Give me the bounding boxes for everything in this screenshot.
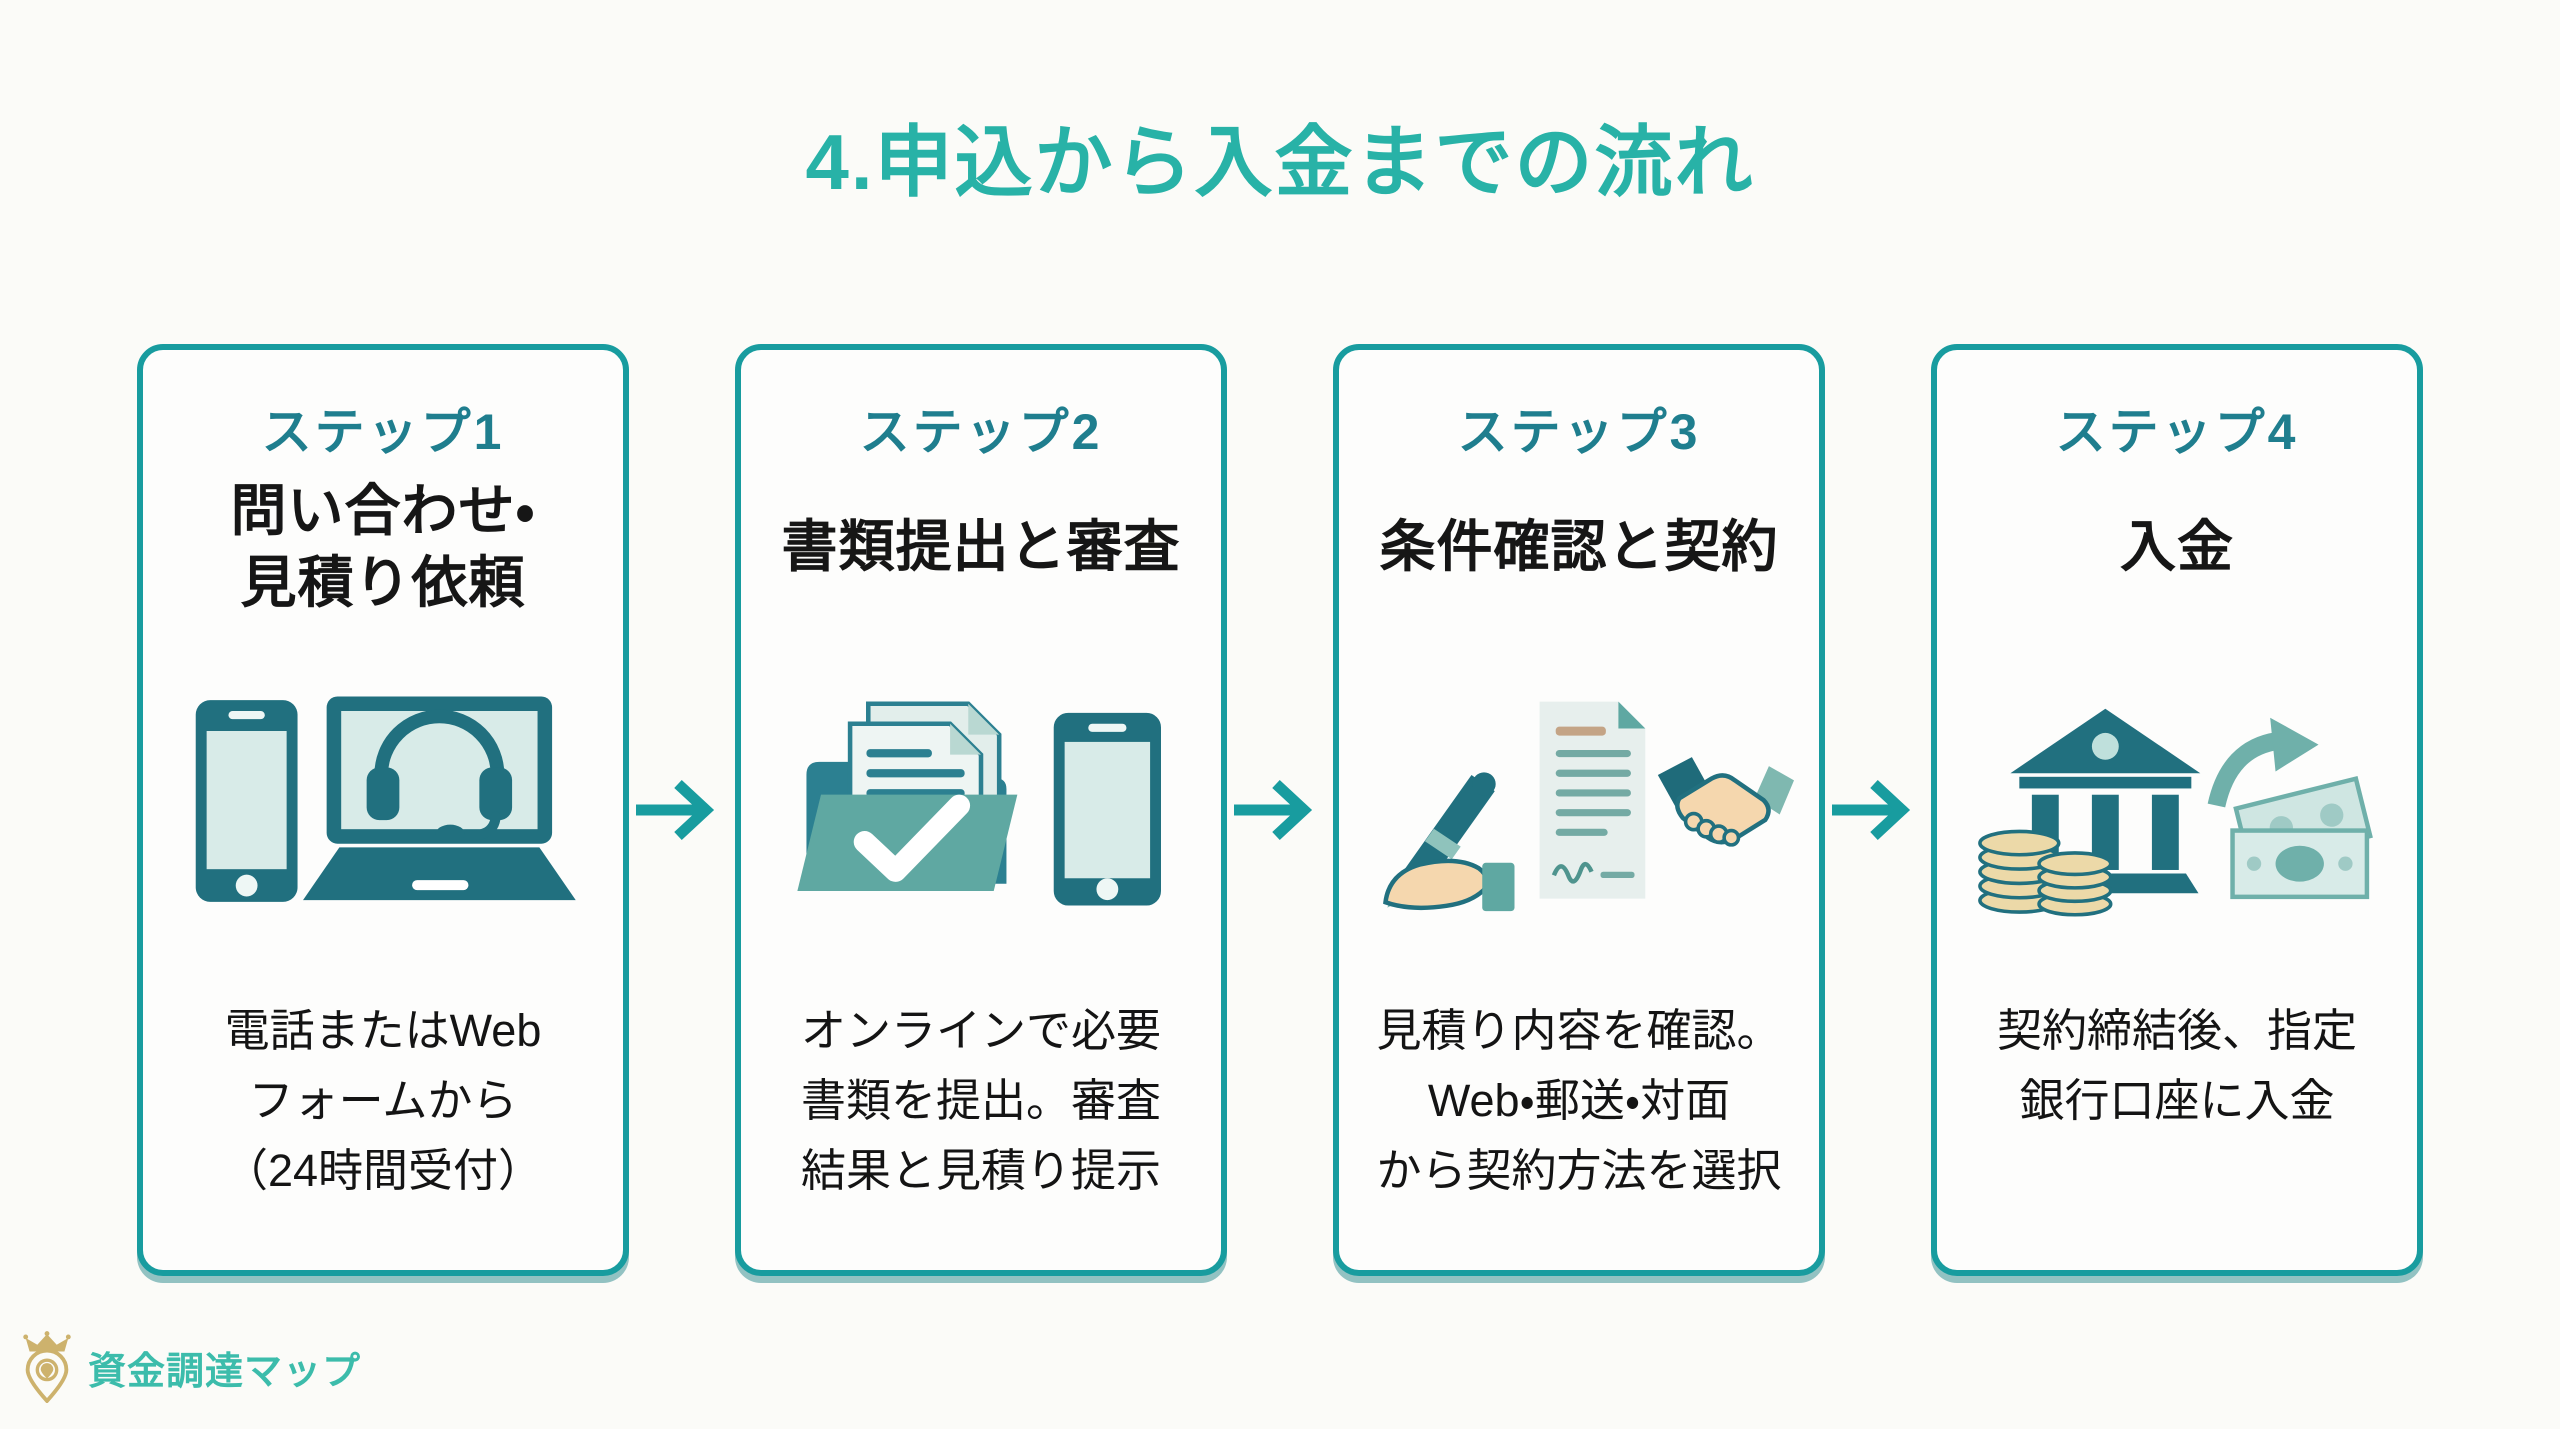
contract-document-icon <box>1539 701 1646 899</box>
smartphone-icon <box>195 700 298 902</box>
step-description: 電話またはWeb フォームから （24時間受付） <box>222 1005 544 1196</box>
banknotes-icon <box>2230 775 2373 900</box>
step-label: ステップ2 <box>859 404 1103 460</box>
step-1-illustration <box>143 636 623 966</box>
smartphone-icon <box>1053 712 1161 906</box>
step-2-illustration <box>741 636 1221 966</box>
step-heading: 入金 <box>2120 515 2234 579</box>
folder-check-documents-icon <box>797 701 1018 891</box>
transfer-arrow-icon <box>2207 717 2319 808</box>
laptop-headset-icon <box>303 696 576 901</box>
step-card-3: ステップ3 条件確認と契約 <box>1333 344 1825 1276</box>
page-title: 4.申込から入金までの流れ <box>805 118 1755 206</box>
step-heading: 問い合わせ・ 見積り依頼 <box>230 479 536 614</box>
step-card-1: ステップ1 問い合わせ・ 見積り依頼 <box>137 344 629 1276</box>
brand-logo: 資金調達マップ <box>16 1331 361 1403</box>
bank-deposit-illustration <box>1978 708 2373 917</box>
step-description: 契約締結後、指定 銀行口座に入金 <box>1996 1005 2357 1126</box>
step-card-4: ステップ4 入金 <box>1931 344 2423 1276</box>
process-flow: ステップ1 問い合わせ・ 見積り依頼 <box>0 344 2560 1276</box>
step-heading: 書類提出と審査 <box>781 515 1181 579</box>
crown-map-pin-icon <box>23 1331 71 1403</box>
brand-logo-text: 資金調達マップ <box>88 1350 362 1393</box>
step-4-illustration <box>1937 636 2417 966</box>
flow-arrow-icon <box>629 774 735 846</box>
documents-submission-illustration <box>797 701 1161 906</box>
handshake-icon <box>1657 757 1794 847</box>
step-label: ステップ4 <box>2055 404 2299 460</box>
step-description: 見積り内容を確認。 Web・郵送・対面 から契約方法を選択 <box>1376 1005 1782 1196</box>
coin-stack-icon <box>1978 829 2113 917</box>
step-heading: 条件確認と契約 <box>1379 515 1779 579</box>
step-label: ステップ1 <box>261 404 505 460</box>
contract-signing-illustration <box>1383 701 1794 912</box>
flow-arrow-icon <box>1825 774 1931 846</box>
flow-arrow-icon <box>1227 774 1333 846</box>
step-description: オンラインで必要 書類を提出。審査 結果と見積り提示 <box>800 1005 1161 1196</box>
bank-coins-icon <box>1978 708 2201 917</box>
step-3-illustration <box>1339 636 1819 966</box>
step-card-2: ステップ2 書類提出と審査 <box>735 344 1227 1276</box>
inquiry-devices-illustration <box>195 696 576 902</box>
step-label: ステップ3 <box>1457 404 1701 460</box>
signing-hand-pen-icon <box>1383 772 1515 912</box>
